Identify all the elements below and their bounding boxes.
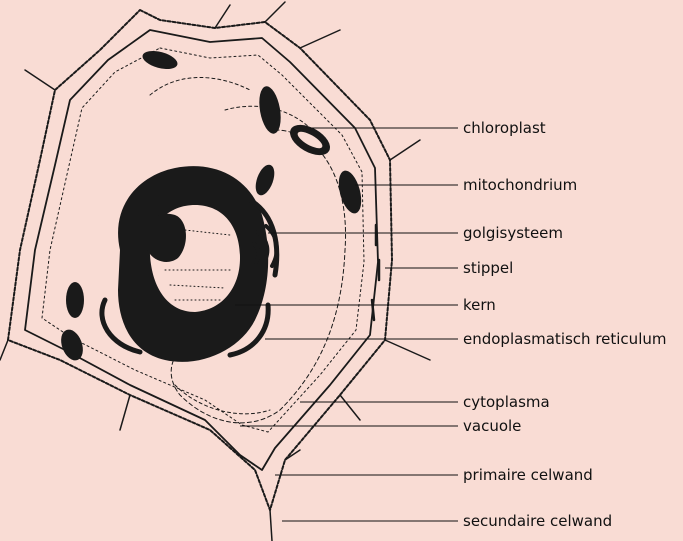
label-kern: kern (463, 296, 496, 314)
chloroplast-4 (57, 327, 87, 364)
chloroplast-3 (66, 282, 84, 318)
mitochondrium-1 (335, 168, 366, 216)
label-secundaire-celwand: secundaire celwand (463, 512, 612, 530)
label-primaire-celwand: primaire celwand (463, 466, 593, 484)
chloroplast-2 (256, 85, 284, 136)
label-cytoplasma: cytoplasma (463, 393, 550, 411)
label-endoplasmatisch-reticulum: endoplasmatisch reticulum (463, 330, 666, 348)
label-stippel: stippel (463, 259, 513, 277)
chloroplast-5 (141, 48, 180, 73)
label-vacuole: vacuole (463, 417, 521, 435)
label-chloroplast: chloroplast (463, 119, 546, 137)
mitochondrium-2 (252, 162, 278, 198)
label-golgisysteem: golgisysteem (463, 224, 563, 242)
label-mitochondrium: mitochondrium (463, 176, 577, 194)
